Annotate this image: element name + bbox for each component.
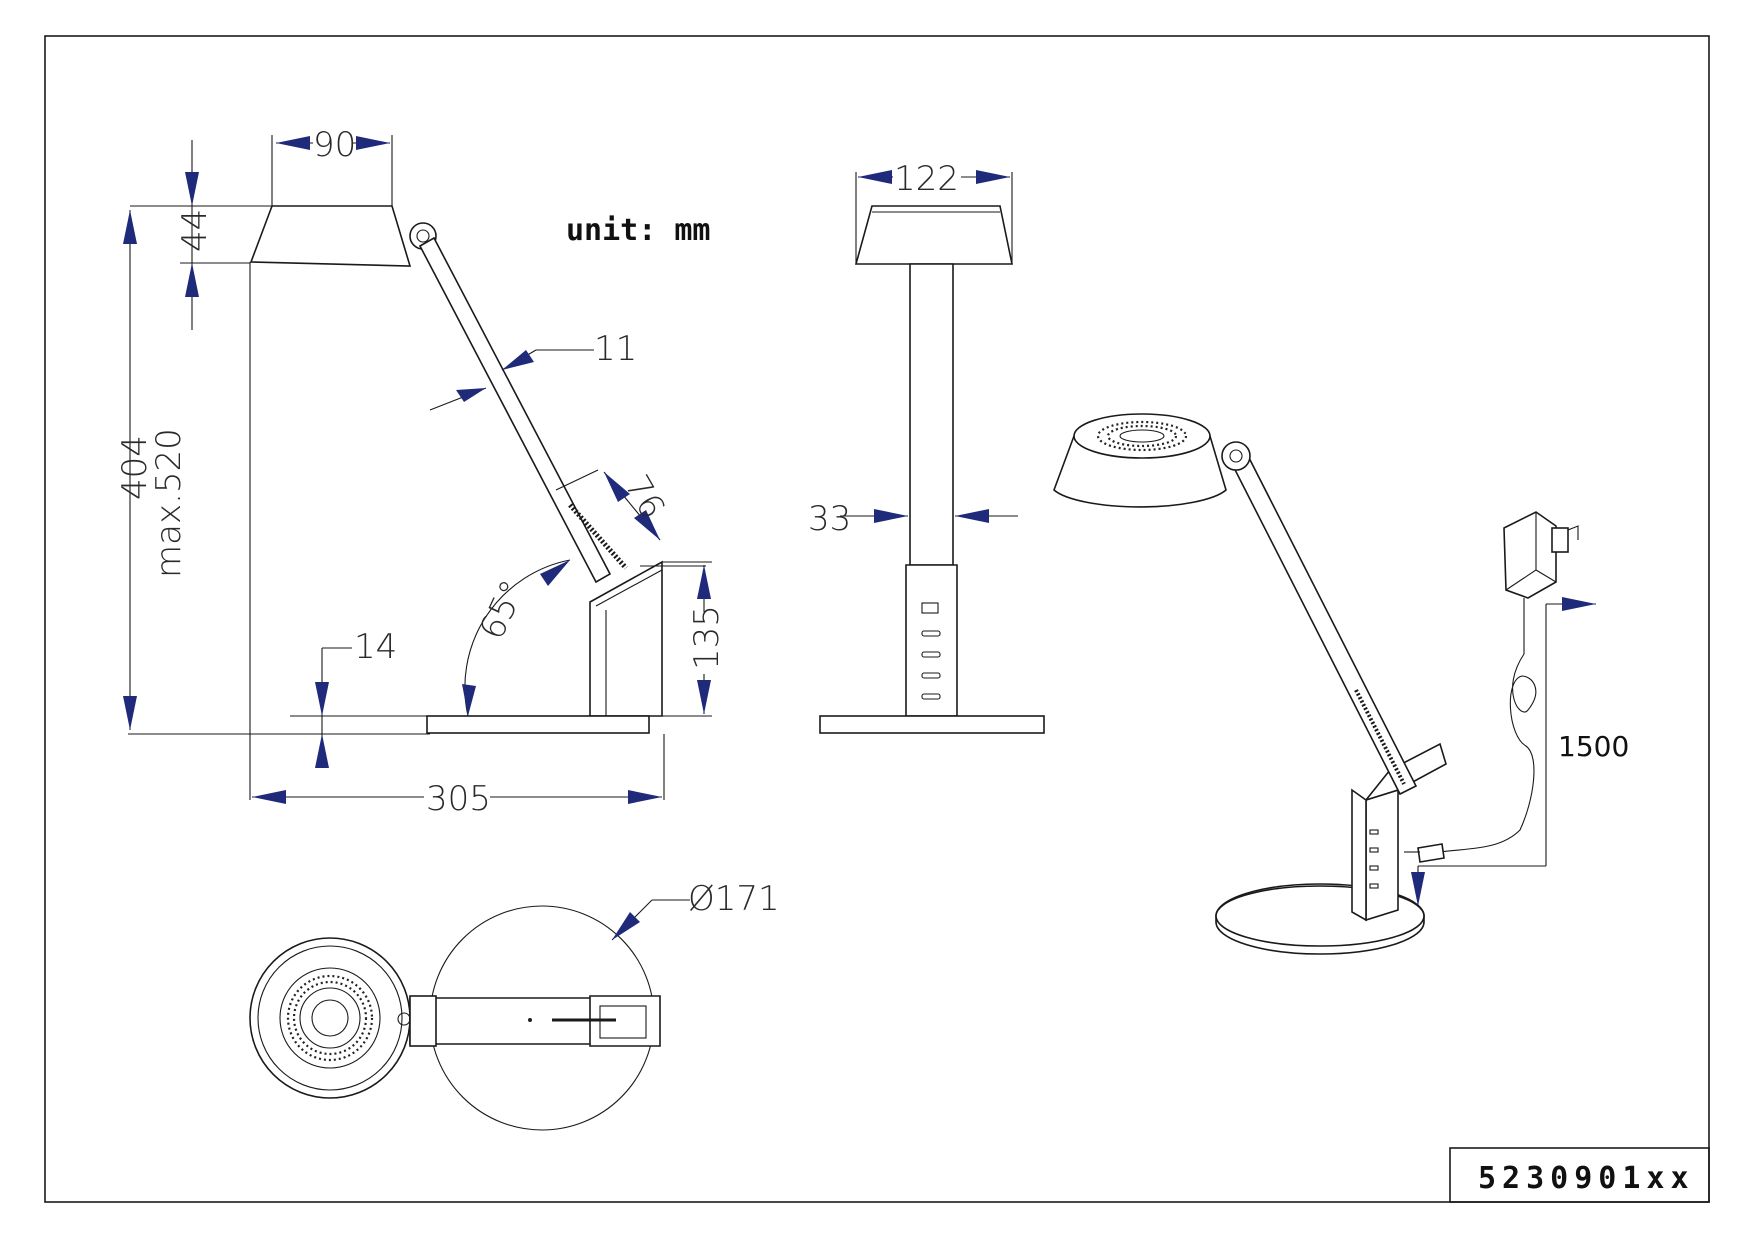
front-column-slots [921,630,941,700]
front-base [819,715,1045,734]
dim-arm-thickness: 11 [594,329,637,369]
dim-holder-width: 76 [616,469,672,526]
side-holder [589,560,663,717]
title-block [1449,1147,1710,1203]
dim-shade-height: 44 [175,209,215,252]
persp-arm [1226,446,1418,796]
front-column-sleeve [905,564,958,717]
dim-cable-length: 1500 [1558,730,1629,763]
side-view: 90 44 404 max.520 11 76 65° [115,124,727,819]
side-arm [418,236,612,584]
dim-base-angle: 65° [472,574,534,646]
persp-power-adapter [1503,511,1557,599]
top-shade-outer [249,937,411,1099]
dim-base-column-height: 135 [687,605,727,670]
front-view: 122 33 [808,158,1045,734]
side-shade [249,205,412,267]
front-shade [854,205,1013,265]
front-column [909,263,954,566]
top-view: Ø171 [249,879,780,1131]
persp-column [1365,788,1399,922]
dim-shade-width-front: 122 [894,159,959,199]
dim-max-height: max.520 [149,428,189,578]
perspective-view: 1500 [1053,413,1629,955]
dim-column-width: 33 [808,499,851,539]
dim-total-depth: 305 [426,779,491,819]
dim-total-height: 404 [115,435,155,500]
side-base [426,715,650,734]
dim-base-thickness: 14 [354,627,397,667]
product-code: 5230901xx [1478,1161,1695,1196]
sheet-border [44,35,1710,1203]
persp-cable [1439,598,1537,853]
persp-column-slots [1369,829,1379,889]
dim-base-diameter: Ø171 [688,879,780,919]
dim-shade-width-side: 90 [313,125,356,165]
unit-label: unit: mm [566,213,711,248]
